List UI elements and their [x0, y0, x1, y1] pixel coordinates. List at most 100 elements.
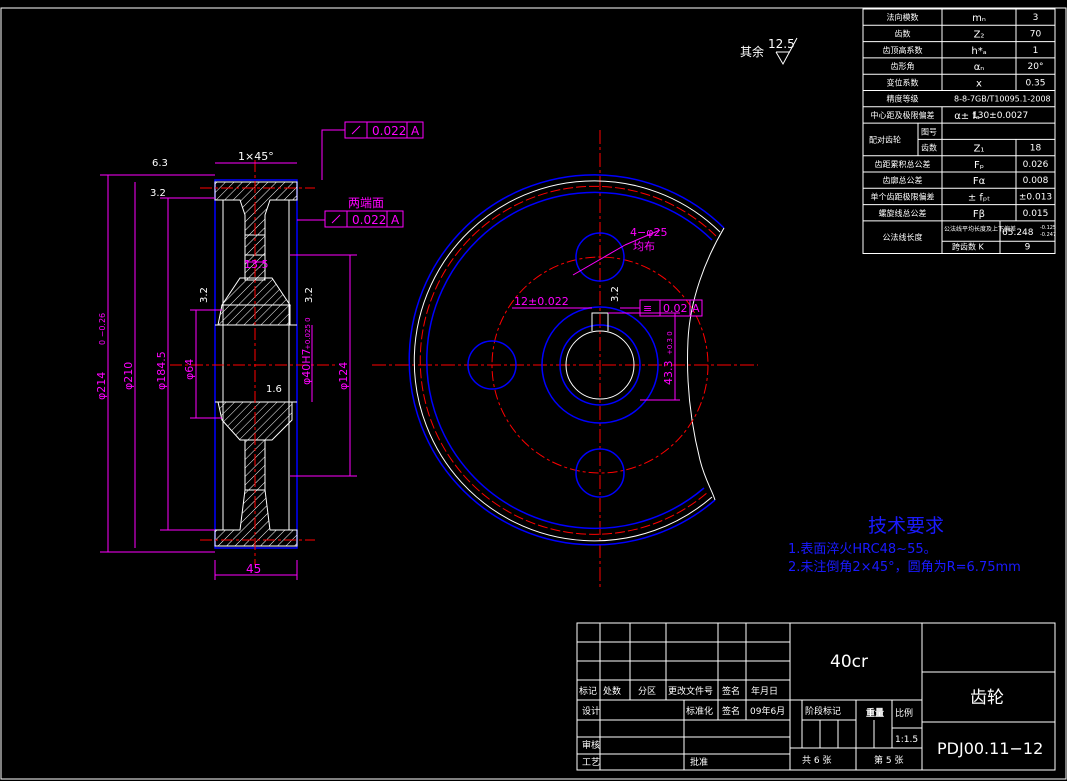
param-name: 中心距及极限偏差 — [871, 110, 935, 120]
param-sub: 公法线平均长度及上下偏差 — [944, 225, 1016, 233]
tb-review: 审核 — [582, 739, 600, 751]
faces-tolerance: 0.022 — [352, 213, 386, 227]
hub-dimension: 13.5 — [244, 258, 269, 271]
tb-count: 处数 — [603, 685, 621, 697]
tb-sign: 签名 — [722, 685, 740, 697]
param-value: 65.248 — [1002, 228, 1034, 238]
param-name: 法向模数 — [887, 12, 919, 22]
parameter-table — [862, 8, 1056, 254]
param-value: 70 — [1030, 29, 1042, 39]
keyway-width: 12±0.022 — [514, 295, 569, 308]
dim-d210: φ210 — [122, 362, 135, 390]
roughness-note: 其余 12.5 — [740, 37, 798, 66]
front-view: 4−φ25 均布 12±0.022 3.2 ≡ 0.02 A 43.3 +0.3… — [372, 130, 758, 590]
requirements-line-2: 2.未注倒角2×45°，圆角为R=6.75mm — [788, 560, 1021, 575]
param-name: 公法线长度 — [883, 232, 923, 242]
param-symbol: Fα — [973, 176, 986, 187]
param-value: 18 — [1030, 144, 1042, 154]
roughness-right: 3.2 — [304, 287, 315, 303]
holes-label: 4−φ25 — [630, 226, 667, 239]
faces-datum: A — [391, 213, 400, 227]
param-name: 螺旋线总公差 — [879, 208, 927, 218]
section-view: 1×45° 6.3 3.2 0.022 A 两端面 0.022 A 13.5 4… — [95, 121, 424, 580]
tb-ratio: 1:1.5 — [895, 735, 918, 745]
technical-requirements: 技术要求 1.表面淬火HRC48~55。 2.未注倒角2×45°，圆角为R=6.… — [788, 515, 1021, 575]
param-symbol: x — [976, 78, 982, 89]
dim-bore: φ40H7 — [300, 348, 313, 385]
param-name: 精度等级 — [887, 94, 919, 104]
requirements-title: 技术要求 — [868, 515, 944, 537]
param-value: 0.015 — [1023, 209, 1049, 219]
dim-d64: φ64 — [183, 359, 196, 380]
param-symbol: Fₚ — [974, 160, 984, 171]
param-name: 配对齿轮 — [869, 134, 901, 144]
keyway-depth: 43.3 — [662, 361, 675, 386]
chamfer-label: 1×45° — [238, 150, 274, 163]
dim-d214: φ214 — [95, 372, 108, 400]
param-name: 变位系数 — [887, 77, 919, 87]
roughness-note-label: 其余 — [740, 44, 764, 59]
roughness-note-value: 12.5 — [768, 37, 795, 51]
param-sub: 跨齿数 K — [952, 242, 985, 252]
tb-approve: 批准 — [690, 756, 708, 768]
tb-total: 共 6 张 — [802, 755, 831, 766]
tb-material: 40cr — [830, 652, 868, 672]
param-name: 单个齿距极限偏差 — [871, 191, 935, 201]
symmetry-datum: A — [692, 302, 700, 315]
param-name: 齿廓总公差 — [883, 175, 923, 185]
tb-part-name: 齿轮 — [970, 688, 1004, 708]
param-symbol: Fβ — [973, 209, 985, 220]
tb-date2: 09年6月 — [750, 705, 785, 717]
dim-d184: φ184.5 — [155, 351, 168, 390]
param-value: ±0.013 — [1019, 192, 1052, 202]
param-sub: 图号 — [921, 127, 937, 136]
roughness-bore: 1.6 — [266, 384, 282, 395]
title-block — [576, 622, 1056, 771]
param-value: 0.026 — [1023, 160, 1049, 170]
requirements-line-1: 1.表面淬火HRC48~55。 — [788, 542, 937, 557]
param-value: 9 — [1025, 243, 1031, 253]
roughness-top2: 3.2 — [150, 188, 166, 199]
drawing-frame — [0, 7, 1067, 780]
tb-weight: 重量 — [866, 707, 884, 719]
param-symbol: mₙ — [972, 13, 986, 24]
param-symbol: αₙ — [974, 62, 985, 73]
tb-zone: 分区 — [638, 686, 656, 697]
param-value: 130±0.0027 — [972, 111, 1028, 121]
symmetry-tolerance: 0.02 — [663, 302, 688, 315]
tb-doc: 更改文件号 — [668, 685, 713, 697]
param-value: 20° — [1028, 62, 1044, 72]
tb-mark: 标记 — [579, 685, 597, 697]
tb-drawing-no: PDJ00.11−12 — [937, 739, 1043, 758]
holes-note: 均布 — [633, 240, 655, 253]
dim-d124: φ124 — [337, 362, 350, 390]
param-value: 1 — [1033, 46, 1039, 56]
tb-stage: 阶段标记 — [805, 705, 841, 717]
param-value: 3 — [1033, 13, 1039, 23]
param-tol-dn: -0.247 — [1040, 232, 1056, 238]
tb-sheet: 第 5 张 — [874, 754, 903, 766]
param-name: 齿形角 — [891, 61, 915, 71]
dim-d214-tol: 0 −0.26 — [98, 313, 107, 345]
param-symbol: h*ₐ — [971, 46, 986, 57]
param-value: 8-8-7GB/T10095.1-2008 — [954, 95, 1051, 104]
param-tol-up: -0.125 — [1040, 225, 1056, 231]
dim-bore-tol: +0.025 0 — [304, 317, 312, 350]
param-sub: 齿数 — [921, 143, 937, 153]
tb-date: 年月日 — [751, 685, 778, 697]
tb-sign2: 签名 — [722, 705, 740, 717]
param-symbol: Z₂ — [974, 29, 985, 40]
width-dimension: 45 — [246, 562, 261, 576]
param-name: 齿数 — [895, 28, 911, 38]
tb-standard: 标准化 — [686, 705, 713, 717]
tb-ratio-label: 比例 — [895, 707, 913, 719]
param-value: 0.35 — [1025, 78, 1045, 88]
runout-tolerance: 0.022 — [372, 124, 406, 138]
keyway-depth-tol: +0.3 0 — [666, 331, 674, 355]
param-symbol: ± fₚₜ — [968, 192, 990, 203]
symmetry-icon: ≡ — [643, 302, 652, 315]
param-value: 0.008 — [1023, 176, 1049, 186]
param-symbol: α± fₐ — [954, 111, 980, 122]
